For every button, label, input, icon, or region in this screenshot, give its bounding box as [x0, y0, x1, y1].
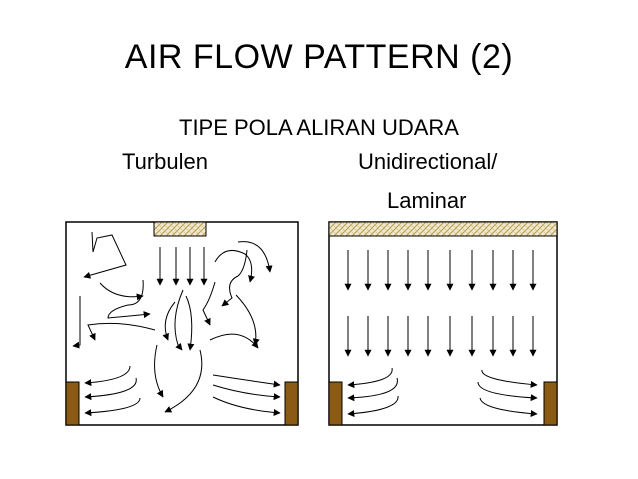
arrow-curl [107, 279, 151, 319]
arrow-return [347, 395, 399, 418]
arrow-curl [87, 322, 156, 341]
arrow-return [477, 381, 538, 402]
arrow-return [84, 377, 137, 401]
arrow-curl [162, 301, 176, 341]
arrow-return [84, 397, 141, 417]
laminar-filter [328, 221, 558, 237]
arrow-curl [214, 249, 255, 283]
arrow-return [212, 396, 281, 417]
laminar-door-right [543, 381, 558, 426]
arrow-return [481, 369, 538, 388]
arrow-curl [174, 289, 184, 351]
arrow-curl [185, 295, 195, 351]
turbulent-filter [153, 221, 207, 237]
arrow-curl [83, 231, 127, 279]
arrow-return [347, 377, 398, 402]
arrow-curl [237, 241, 273, 273]
laminar-room [328, 221, 558, 426]
arrow-return [479, 397, 538, 418]
laminar-label: Laminar [387, 188, 467, 213]
turbulent-door-left [65, 381, 80, 426]
arrow-return [212, 374, 281, 388]
turbulent-label: Turbulen [122, 149, 209, 174]
arrow-curl [99, 282, 144, 301]
slide-subtitle: TIPE POLA ALIRAN UDARA [179, 115, 459, 140]
arrow-curl [154, 344, 164, 398]
turbulent-room [65, 221, 299, 426]
arrow-curl [235, 294, 260, 346]
turbulent-door-right [284, 381, 299, 426]
arrow-curl [209, 333, 259, 349]
arrow-return [347, 367, 393, 389]
laminar-room-wall [328, 221, 558, 426]
laminar-door-left [328, 381, 343, 426]
arrow-curl [202, 281, 216, 326]
arrow-return [212, 384, 281, 401]
slide-title: AIR FLOW PATTERN (2) [124, 38, 514, 76]
arrow-curl [221, 249, 248, 307]
arrow-curl [72, 296, 81, 349]
turbulent-airflow-arrows [72, 231, 281, 417]
arrow-curl [164, 349, 203, 413]
laminar-airflow-arrows [344, 250, 538, 418]
unidirectional-label: Unidirectional/ [358, 149, 498, 174]
arrow-return [84, 365, 131, 387]
